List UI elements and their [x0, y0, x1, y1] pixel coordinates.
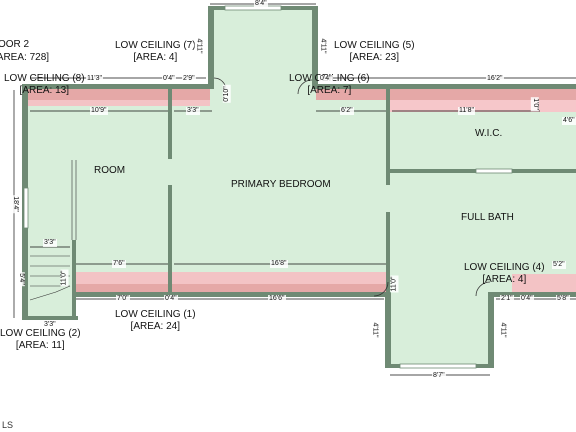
dim-alcove-left: 4'11"	[194, 37, 203, 55]
dim-10-9: 10'9"	[90, 107, 108, 115]
room-label: ROOM	[94, 165, 126, 176]
primary-bedroom-label: PRIMARY BEDROOM	[231, 179, 331, 190]
dim-5-2: 5'2"	[552, 261, 566, 269]
dim-room-height: 18'4"	[10, 195, 19, 213]
dim-16-6: 16'6"	[268, 295, 286, 303]
dim-stair-bottom: 3'3"	[43, 321, 57, 329]
dim-11-0: 11'0"	[390, 275, 399, 293]
dim-top-left: 11'3"	[86, 75, 103, 83]
dim-stair-11-0: 11'0"	[60, 269, 69, 287]
dim-stair-5-4: 5'4"	[16, 272, 25, 286]
dim-bottom-alcove: 8'7"	[432, 372, 446, 380]
full-bath-label: FULL BATH	[461, 212, 514, 223]
low-ceiling-bands	[26, 86, 576, 294]
low-ceiling-7-label: LOW CEILING (7) [AREA: 4]	[115, 40, 196, 63]
dim-7-0: 7'0"	[116, 295, 130, 303]
dim-top-alcove: 8'4"	[254, 0, 268, 8]
wic-label: W.I.C.	[475, 128, 503, 139]
dim-7-6: 7'6"	[112, 260, 126, 268]
dim-alcove-right: 4'11"	[318, 37, 327, 55]
dim-0-10: 0'10"	[222, 85, 231, 103]
floor-name: OOR 2	[0, 39, 30, 50]
dim-stair-3-3: 3'3"	[43, 239, 57, 247]
dim-0-4-c: 0'4"	[164, 295, 178, 303]
dim-0-4-b: 0'4"	[319, 75, 333, 83]
dim-bottom-left: 4'11"	[370, 321, 379, 339]
dim-16-2: 16'2"	[486, 75, 504, 83]
dim-bottom-right: 4'11"	[498, 321, 507, 339]
dim-0-4-a: 0'4"	[162, 75, 176, 83]
dim-2-1: 2'1"	[500, 295, 514, 303]
low-ceiling-4-label: LOW CEILING (4) [AREA: 4]	[464, 262, 545, 285]
low-ceiling-2-label: LOW CEILING (2) [AREA: 11]	[0, 328, 81, 351]
dim-6-2: 6'2"	[340, 107, 354, 115]
corner-tag: LS	[2, 420, 14, 430]
floor-area: [AREA: 728]	[0, 52, 50, 63]
low-ceiling-8-label: LOW CEILING (8) [AREA: 13]	[4, 73, 85, 96]
stairs	[29, 160, 77, 301]
low-ceiling-5-label: LOW CEILING (5) [AREA: 23]	[334, 40, 415, 63]
low-ceiling-1-label: LOW CEILING (1) [AREA: 24]	[115, 309, 196, 332]
dim-4-6: 4'6"	[562, 117, 576, 125]
dim-0-4-d: 0'4"	[520, 295, 534, 303]
dim-2-9: 2'9"	[182, 75, 196, 83]
dim-5-8: 5'8"	[556, 295, 570, 303]
dim-16-8: 16'8"	[270, 260, 288, 268]
dim-1-0: 1'0"	[530, 97, 539, 111]
floor-fill	[26, 8, 576, 366]
dim-11-8: 11'8"	[458, 107, 475, 115]
windows	[23, 5, 513, 369]
dim-3-3-top: 3'3"	[186, 107, 200, 115]
